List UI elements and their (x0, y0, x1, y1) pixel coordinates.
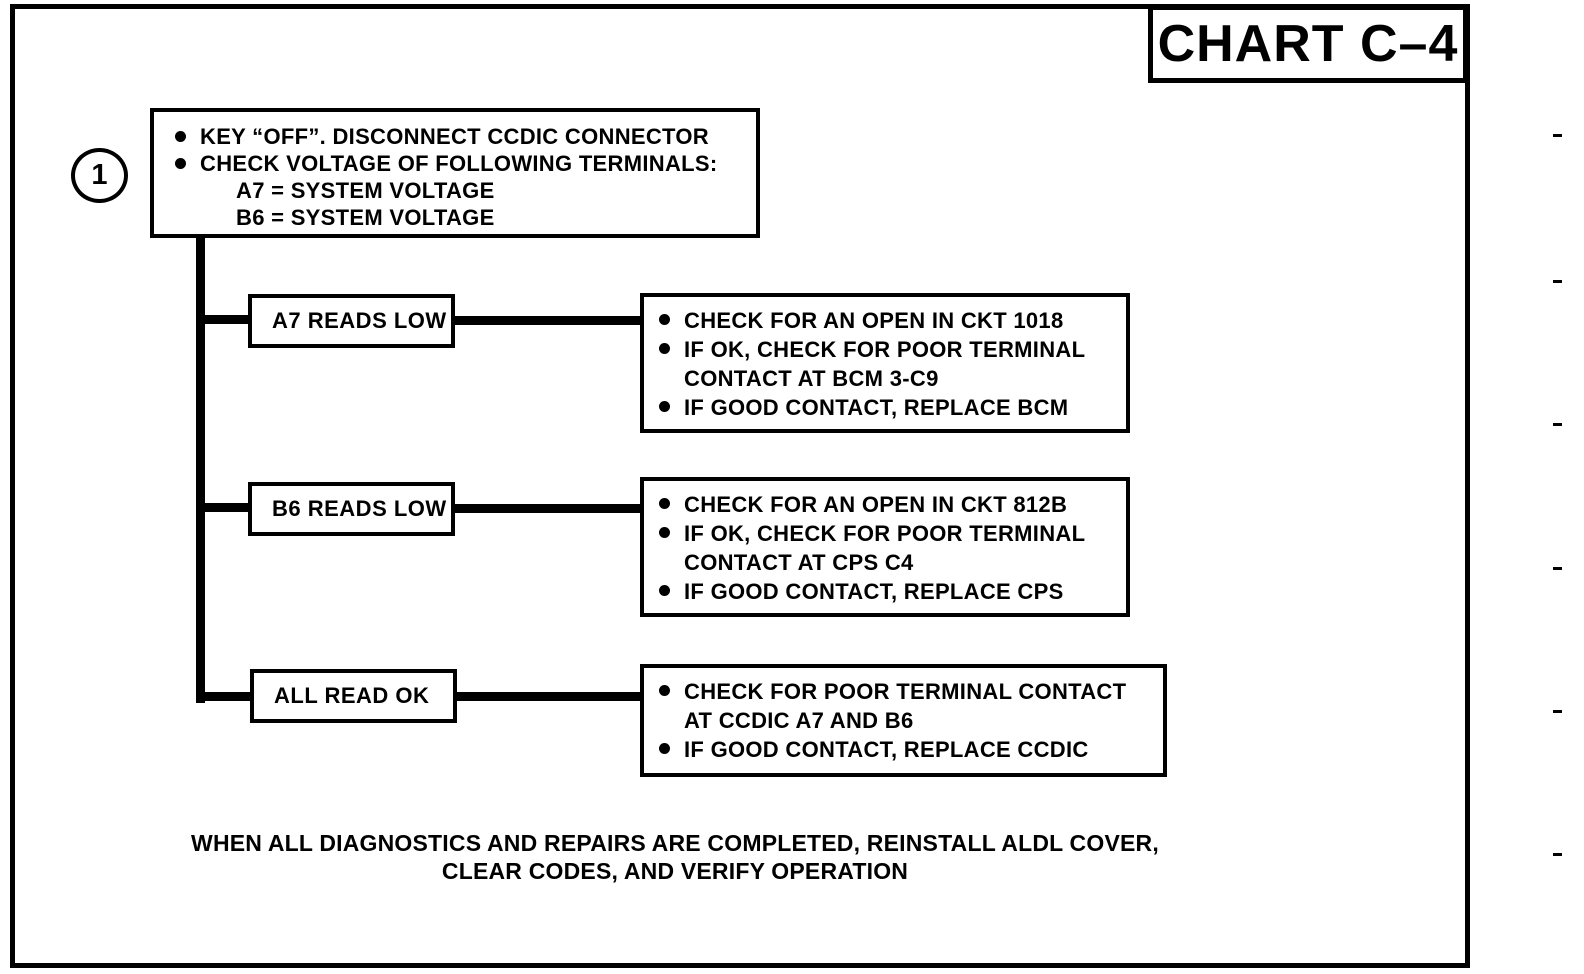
bullet-icon (175, 158, 186, 169)
action-text: IF GOOD CONTACT, REPLACE CCDIC (684, 737, 1089, 762)
action-text: CHECK FOR AN OPEN IN CKT 1018 (684, 308, 1064, 333)
action-line: IF GOOD CONTACT, REPLACE BCM (658, 393, 1120, 422)
connector-line (196, 692, 250, 701)
footer-line: CLEAR CODES, AND VERIFY OPERATION (441, 858, 909, 884)
action-text: IF GOOD CONTACT, REPLACE BCM (684, 395, 1069, 420)
step-marker-circle: 1 (71, 148, 128, 203)
margin-tick (1553, 134, 1562, 137)
action-text: AT CCDIC A7 AND B6 (684, 708, 914, 733)
action-text: IF GOOD CONTACT, REPLACE CPS (684, 579, 1064, 604)
action-line: IF OK, CHECK FOR POOR TERMINAL (658, 519, 1120, 548)
action-line: AT CCDIC A7 AND B6 (658, 706, 1157, 735)
action-line: CHECK FOR AN OPEN IN CKT 812B (658, 490, 1120, 519)
action-line: CHECK FOR POOR TERMINAL CONTACT (658, 677, 1157, 706)
action-text: CHECK FOR AN OPEN IN CKT 812B (684, 492, 1068, 517)
action-line: CONTACT AT BCM 3-C9 (658, 364, 1120, 393)
connector-trunk-line (196, 236, 205, 703)
action-line: CHECK FOR AN OPEN IN CKT 1018 (658, 306, 1120, 335)
margin-tick (1553, 280, 1562, 283)
instruction-box: KEY “OFF”. DISCONNECT CCDIC CONNECTOR CH… (150, 108, 760, 238)
condition-label: ALL READ OK (274, 683, 430, 708)
connector-line (453, 504, 640, 513)
bullet-icon (659, 527, 670, 538)
footer-line: WHEN ALL DIAGNOSTICS AND REPAIRS ARE COM… (191, 830, 1159, 856)
page-border (10, 4, 1470, 968)
chart-title: CHART C–4 (1157, 15, 1459, 73)
margin-tick (1553, 567, 1562, 570)
instruction-text: B6 = SYSTEM VOLTAGE (236, 205, 495, 230)
condition-box-a7-reads-low: A7 READS LOW (248, 294, 455, 348)
action-box-all-ok: CHECK FOR POOR TERMINAL CONTACT AT CCDIC… (640, 664, 1167, 777)
bullet-icon (659, 401, 670, 412)
footer-note: WHEN ALL DIAGNOSTICS AND REPAIRS ARE COM… (15, 829, 1335, 885)
chart-title-box: CHART C–4 (1148, 5, 1468, 83)
instruction-text: KEY “OFF”. DISCONNECT CCDIC CONNECTOR (200, 124, 709, 149)
margin-tick (1553, 423, 1562, 426)
bullet-icon (659, 585, 670, 596)
connector-line (196, 503, 248, 512)
instruction-line: KEY “OFF”. DISCONNECT CCDIC CONNECTOR (174, 123, 750, 150)
action-line: IF GOOD CONTACT, REPLACE CCDIC (658, 735, 1157, 764)
step-number: 1 (91, 159, 108, 191)
bullet-icon (659, 498, 670, 509)
condition-box-all-read-ok: ALL READ OK (250, 669, 457, 723)
instruction-text: A7 = SYSTEM VOLTAGE (236, 178, 495, 203)
action-box-b6: CHECK FOR AN OPEN IN CKT 812B IF OK, CHE… (640, 477, 1130, 617)
connector-line (453, 316, 640, 325)
margin-tick (1553, 853, 1562, 856)
instruction-line: CHECK VOLTAGE OF FOLLOWING TERMINALS: (174, 150, 750, 177)
condition-box-b6-reads-low: B6 READS LOW (248, 482, 455, 536)
bullet-icon (659, 685, 670, 696)
bullet-icon (659, 314, 670, 325)
condition-label: B6 READS LOW (272, 496, 447, 521)
action-line: CONTACT AT CPS C4 (658, 548, 1120, 577)
action-text: IF OK, CHECK FOR POOR TERMINAL (684, 521, 1086, 546)
action-box-a7: CHECK FOR AN OPEN IN CKT 1018 IF OK, CHE… (640, 293, 1130, 433)
instruction-line: B6 = SYSTEM VOLTAGE (174, 204, 750, 231)
condition-label: A7 READS LOW (272, 308, 447, 333)
bullet-icon (659, 343, 670, 354)
action-line: IF OK, CHECK FOR POOR TERMINAL (658, 335, 1120, 364)
action-text: IF OK, CHECK FOR POOR TERMINAL (684, 337, 1086, 362)
action-text: CHECK FOR POOR TERMINAL CONTACT (684, 679, 1127, 704)
instruction-line: A7 = SYSTEM VOLTAGE (174, 177, 750, 204)
bullet-icon (175, 131, 186, 142)
margin-tick (1553, 710, 1562, 713)
action-text: CONTACT AT BCM 3-C9 (684, 366, 939, 391)
connector-line (196, 315, 248, 324)
connector-line (455, 692, 640, 701)
instruction-text: CHECK VOLTAGE OF FOLLOWING TERMINALS: (200, 151, 718, 176)
bullet-icon (659, 743, 670, 754)
action-line: IF GOOD CONTACT, REPLACE CPS (658, 577, 1120, 606)
action-text: CONTACT AT CPS C4 (684, 550, 914, 575)
